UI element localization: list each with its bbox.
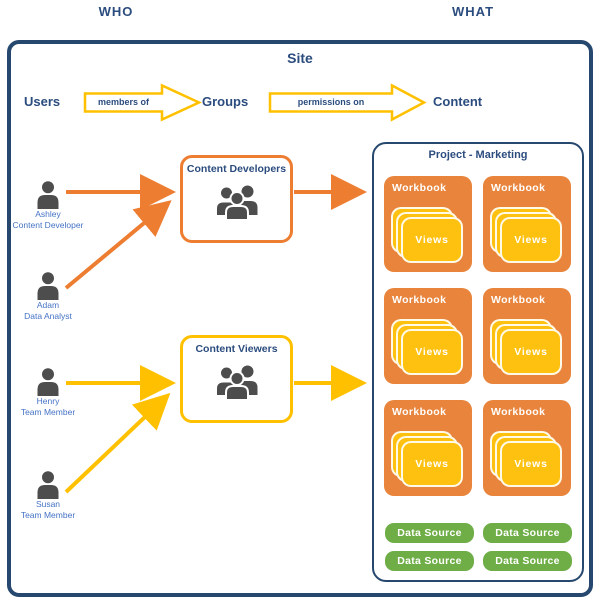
workbook-3: Workbook Views — [384, 288, 472, 384]
workbook-label: Workbook — [491, 406, 546, 418]
group-people-icon — [216, 185, 257, 221]
group-box-content-viewers: Content Viewers — [180, 335, 293, 423]
views-card-front: Views — [401, 441, 463, 487]
views-label: Views — [415, 458, 449, 470]
workbook-5: Workbook Views — [384, 400, 472, 496]
group-box-content-developers: Content Developers — [180, 155, 293, 243]
user-name: Susan — [35, 499, 61, 509]
views-label: Views — [415, 234, 449, 246]
user-name: Henry — [36, 396, 60, 406]
views-stack: Views — [391, 207, 465, 265]
user-name: Adam — [36, 300, 60, 310]
views-stack: Views — [490, 431, 564, 489]
what-heading: WHAT — [451, 4, 495, 19]
views-card-front: Views — [401, 217, 463, 263]
views-label: Views — [514, 234, 548, 246]
user-role: Team Member — [20, 510, 76, 520]
views-stack: Views — [391, 431, 465, 489]
person-icon — [37, 272, 59, 300]
views-label: Views — [415, 346, 449, 358]
data-source-4: Data Source — [483, 551, 572, 571]
user-henry: Henry Team Member — [8, 368, 88, 418]
workbook-label: Workbook — [392, 182, 447, 194]
user-susan: Susan Team Member — [8, 471, 88, 521]
project-title: Project - Marketing — [428, 149, 528, 161]
user-role: Data Analyst — [24, 311, 72, 321]
views-label: Views — [514, 346, 548, 358]
data-source-2: Data Source — [483, 523, 572, 543]
views-stack: Views — [490, 319, 564, 377]
views-card-front: Views — [401, 329, 463, 375]
content-label: Content — [433, 94, 483, 109]
user-role: Team Member — [20, 407, 76, 417]
groups-label: Groups — [202, 94, 249, 109]
user-adam: Adam Data Analyst — [8, 272, 88, 322]
workbook-label: Workbook — [392, 406, 447, 418]
person-icon — [37, 471, 59, 499]
user-name: Ashley — [35, 209, 61, 219]
views-stack: Views — [490, 207, 564, 265]
workbook-4: Workbook Views — [483, 288, 571, 384]
workbook-label: Workbook — [491, 294, 546, 306]
workbook-2: Workbook Views — [483, 176, 571, 272]
user-ashley: Ashley Content Developer — [8, 181, 88, 231]
data-source-3: Data Source — [385, 551, 474, 571]
workbook-6: Workbook Views — [483, 400, 571, 496]
workbook-label: Workbook — [491, 182, 546, 194]
user-role: Content Developer — [12, 220, 84, 230]
who-heading: WHO — [98, 4, 134, 19]
site-title: Site — [287, 50, 313, 66]
views-card-front: Views — [500, 217, 562, 263]
permissions-on-label: permissions on — [297, 97, 365, 107]
person-icon — [37, 181, 59, 209]
views-card-front: Views — [500, 329, 562, 375]
views-label: Views — [514, 458, 548, 470]
members-of-label: members of — [97, 97, 150, 107]
workbook-label: Workbook — [392, 294, 447, 306]
group-label: Content Viewers — [195, 343, 278, 355]
data-source-1: Data Source — [385, 523, 474, 543]
workbook-1: Workbook Views — [384, 176, 472, 272]
person-icon — [37, 368, 59, 396]
users-label: Users — [24, 94, 61, 109]
views-stack: Views — [391, 319, 465, 377]
group-people-icon — [216, 365, 257, 401]
views-card-front: Views — [500, 441, 562, 487]
group-label: Content Developers — [186, 163, 287, 175]
